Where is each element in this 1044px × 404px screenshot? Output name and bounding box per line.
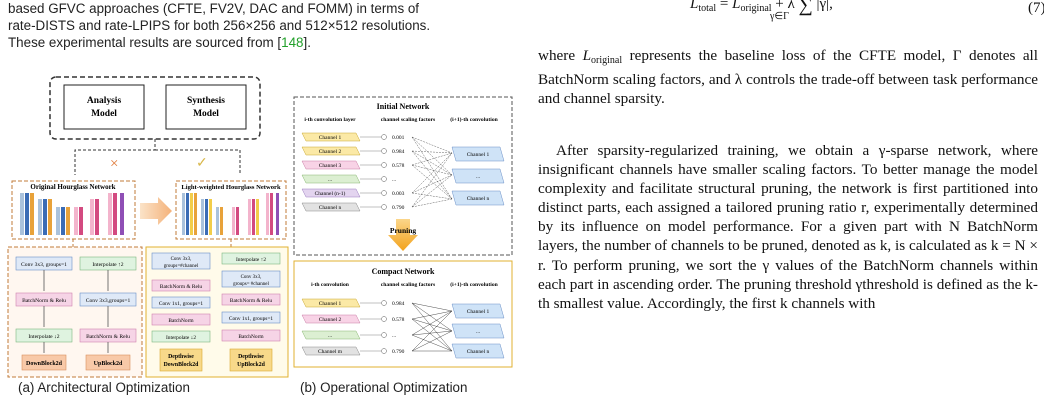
- model-group-box: [49, 76, 261, 140]
- dw-downblock-label: Depthwise: [168, 354, 194, 360]
- paragraph-pruning-description: After sparsity-regularized training, we …: [538, 142, 1038, 312]
- svg-text:BatchNorm: BatchNorm: [238, 334, 264, 340]
- svg-text:(i+1)-th convolution: (i+1)-th convolution: [450, 281, 498, 288]
- dw-upblock-label: Depthwise: [238, 354, 264, 360]
- svg-text:Channel n: Channel n: [467, 349, 490, 355]
- light-hourglass-bars: [182, 193, 279, 235]
- analysis-model-label: Analysis: [87, 96, 122, 106]
- compact-channels: Channel 1 Channel 2 ... Channel m: [301, 298, 361, 356]
- svg-text:BatchNorm & Relu: BatchNorm & Relu: [160, 284, 203, 290]
- caption-line-2: rate-DISTS and rate-LPIPS for both 256×2…: [8, 18, 431, 33]
- svg-text:Model: Model: [91, 109, 117, 119]
- svg-text:UpBlock2d: UpBlock2d: [237, 362, 265, 368]
- svg-text:groups=#channel: groups=#channel: [164, 264, 199, 269]
- svg-text:0.578: 0.578: [392, 163, 405, 169]
- svg-text:Conv 3x3,groups=1: Conv 3x3,groups=1: [86, 298, 131, 304]
- svg-text:i-th convolution: i-th convolution: [311, 282, 350, 288]
- check-mark-icon: ✓: [196, 156, 208, 171]
- upblock-label: UpBlock2d: [94, 361, 123, 367]
- pruning-label: Pruning: [390, 226, 417, 235]
- initial-scaling-factors: 0.001 0.984 0.578 ... 0.003 0.790: [381, 134, 405, 211]
- svg-text:Conv 3x3, groups=1: Conv 3x3, groups=1: [21, 262, 67, 268]
- svg-text:BatchNorm: BatchNorm: [168, 318, 194, 324]
- compact-next-layer: Channel 1 ... Channel n: [451, 303, 505, 359]
- original-hourglass-bars: [20, 193, 124, 235]
- svg-text:Interpolate ↓2: Interpolate ↓2: [28, 334, 59, 340]
- svg-text:BatchNorm & Relu: BatchNorm & Relu: [86, 334, 130, 340]
- svg-text:Channel (n-1): Channel (n-1): [315, 190, 346, 197]
- svg-text:DownBlock2d: DownBlock2d: [164, 362, 200, 368]
- svg-text:Channel 1: Channel 1: [467, 152, 490, 158]
- initial-network-title: Initial Network: [377, 102, 430, 111]
- svg-text:Conv 3x3,: Conv 3x3,: [241, 275, 262, 280]
- svg-text:0.001: 0.001: [392, 135, 405, 141]
- downblock-label: DownBlock2d: [26, 361, 63, 367]
- svg-text:Conv 1x1, groups=1: Conv 1x1, groups=1: [159, 301, 204, 307]
- svg-text:Conv 1x1, groups=1: Conv 1x1, groups=1: [229, 316, 274, 322]
- svg-text:...: ...: [328, 333, 333, 339]
- svg-text:channel scaling factors: channel scaling factors: [381, 117, 436, 123]
- svg-text:...: ...: [392, 177, 397, 183]
- svg-text:Channel 1: Channel 1: [319, 135, 342, 141]
- svg-text:0.984: 0.984: [392, 301, 405, 307]
- svg-text:Channel 3: Channel 3: [319, 163, 342, 169]
- svg-text:Model: Model: [193, 109, 219, 119]
- svg-text:0.984: 0.984: [392, 149, 405, 155]
- synthesis-model-label: Synthesis: [187, 96, 225, 106]
- svg-text:0.790: 0.790: [392, 349, 405, 355]
- svg-text:Interpolate ↑2: Interpolate ↑2: [236, 257, 266, 263]
- svg-text:...: ...: [328, 177, 333, 183]
- svg-text:0.578: 0.578: [392, 317, 405, 323]
- svg-text:Channel m: Channel m: [318, 349, 343, 355]
- svg-text:channel scaling factors: channel scaling factors: [381, 282, 436, 288]
- citation-link[interactable]: 148: [281, 35, 304, 50]
- synthesis-model-box: [165, 84, 247, 130]
- subcaption-a: (a) Architectural Optimization: [18, 380, 190, 395]
- svg-text:Interpolate ↑2: Interpolate ↑2: [92, 262, 123, 268]
- cross-mark-icon: ×: [110, 156, 118, 172]
- svg-text:groups= #channel: groups= #channel: [233, 282, 269, 287]
- svg-text:Conv 3x3,: Conv 3x3,: [171, 257, 192, 262]
- svg-text:i-th convolution layer: i-th convolution layer: [304, 117, 356, 123]
- compact-scaling-factors: 0.984 0.578 ... 0.790: [381, 300, 405, 355]
- original-hourglass-title: Original Hourglass Network: [30, 183, 115, 191]
- initial-next-layer: Channel 1 ... Channel n: [451, 146, 505, 206]
- svg-text:Channel 1: Channel 1: [467, 309, 490, 315]
- svg-text:Interpolate ↓2: Interpolate ↓2: [166, 335, 196, 341]
- svg-text:0.790: 0.790: [392, 205, 405, 211]
- caption-line-1: based GFVC approaches (CFTE, FV2V, DAC a…: [8, 1, 420, 16]
- svg-text:...: ...: [476, 329, 481, 335]
- equation-number: (7): [1028, 0, 1044, 16]
- figure-diagram: Analysis Model Synthesis Model × ✓ Origi…: [7, 76, 513, 378]
- transform-arrow-icon: [140, 197, 172, 225]
- svg-text:...: ...: [476, 174, 481, 180]
- svg-text:Channel 2: Channel 2: [319, 317, 342, 323]
- svg-text:Channel 2: Channel 2: [319, 149, 342, 155]
- analysis-model-box: [63, 84, 145, 130]
- figure-caption-continuation: based GFVC approaches (CFTE, FV2V, DAC a…: [8, 0, 523, 51]
- pruning-arrow-icon: [388, 219, 418, 251]
- svg-text:BatchNorm & Relu: BatchNorm & Relu: [230, 298, 273, 304]
- equation-loss-total: Ltotal = Loriginal + λ ∑ |γ|, γ∈Γ: [690, 0, 833, 22]
- svg-text:Channel 1: Channel 1: [319, 301, 342, 307]
- svg-text:Channel n: Channel n: [467, 196, 490, 202]
- svg-text:...: ...: [392, 333, 397, 339]
- svg-text:0.003: 0.003: [392, 191, 405, 197]
- svg-text:(i+1)-th convolution: (i+1)-th convolution: [450, 116, 498, 123]
- svg-text:Channel n: Channel n: [319, 205, 342, 211]
- initial-channels: Channel 1 Channel 2 Channel 3 ... Channe…: [301, 132, 361, 212]
- light-hourglass-title: Light-weighted Hourglass Network: [181, 184, 281, 191]
- svg-text:BatchNorm & Relu: BatchNorm & Relu: [22, 298, 66, 304]
- compact-network-title: Compact Network: [372, 267, 435, 276]
- paragraph-loss-description: where Loriginal represents the baseline …: [538, 47, 1038, 108]
- caption-line-3: These experimental results are sourced f…: [8, 35, 311, 50]
- subcaption-b: (b) Operational Optimization: [300, 380, 468, 395]
